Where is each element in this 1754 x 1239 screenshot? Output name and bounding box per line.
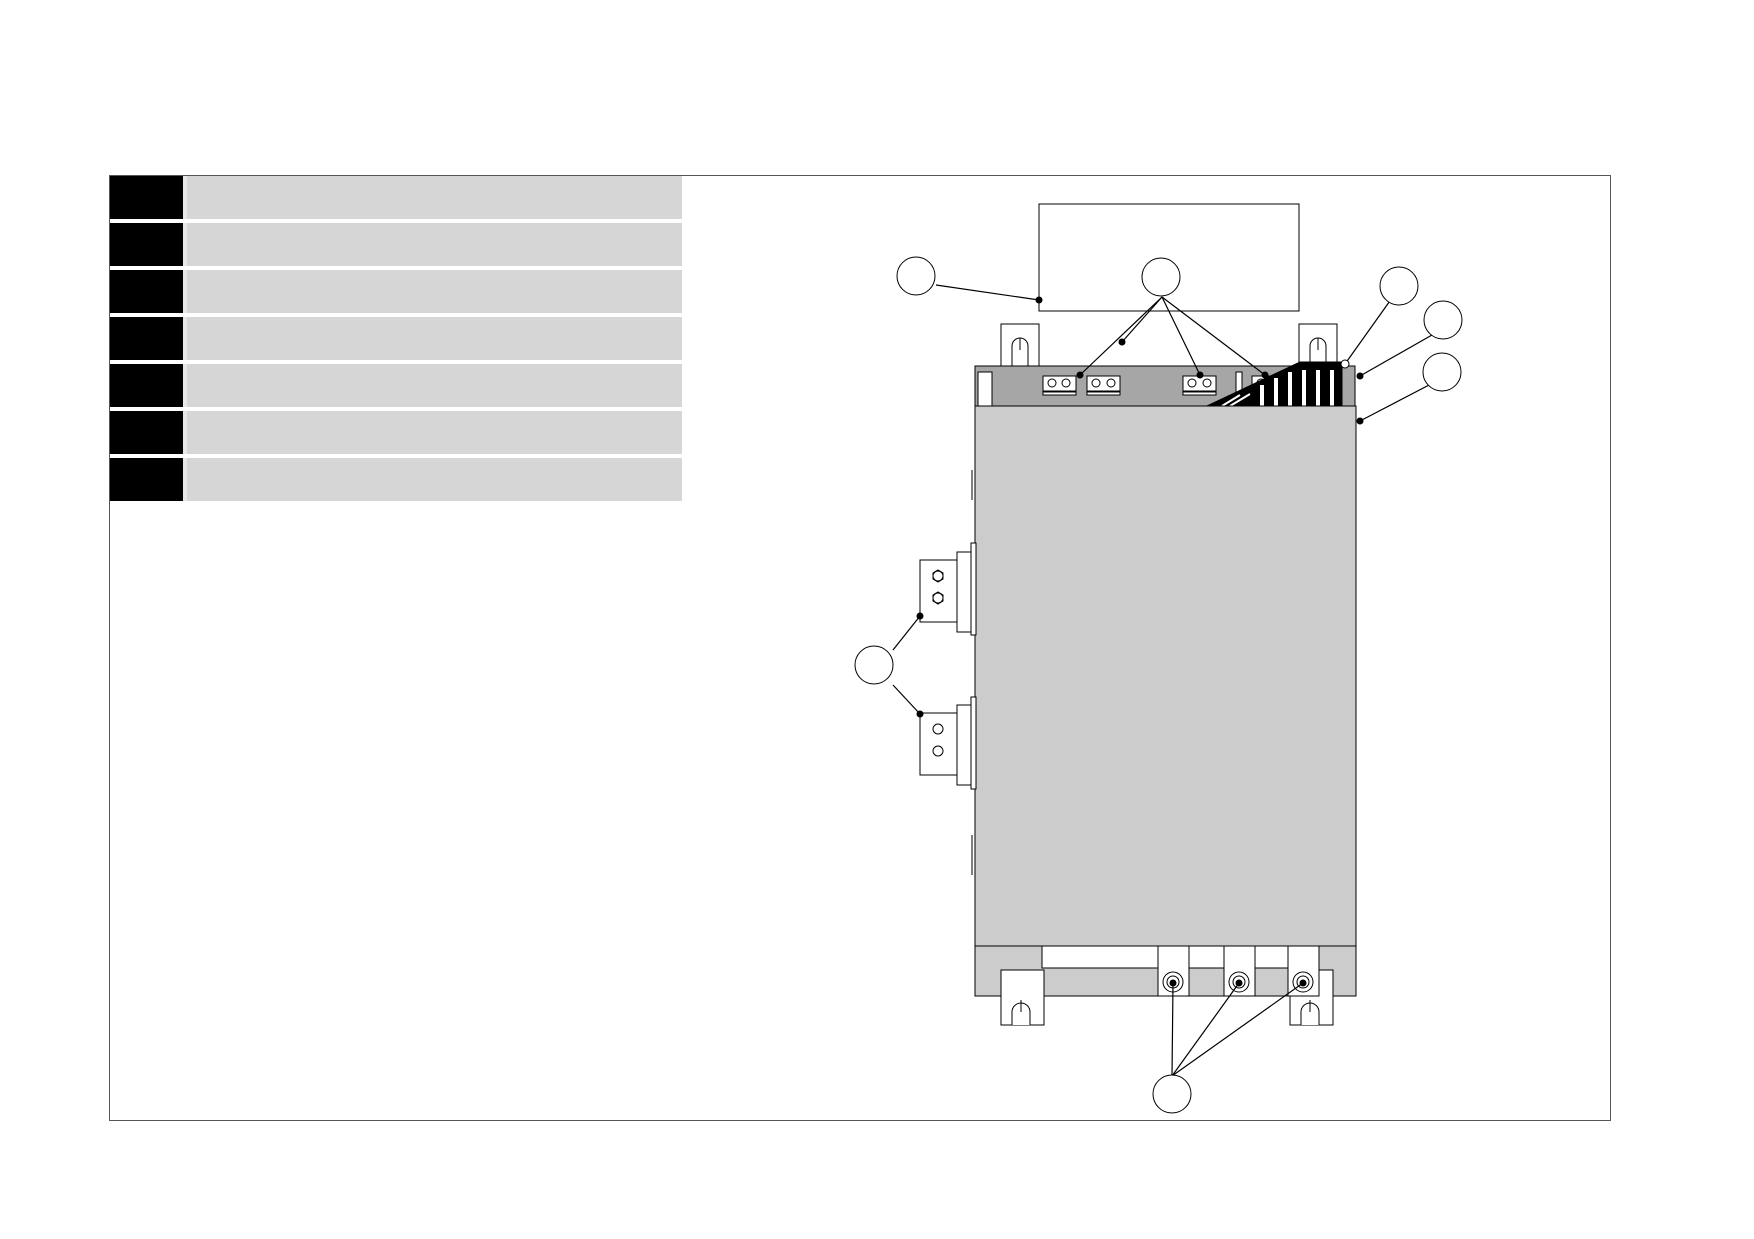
legend-number — [110, 411, 183, 454]
legend-row-1 — [110, 176, 682, 219]
callout-circle — [1141, 257, 1181, 297]
legend-row-3 — [110, 270, 682, 313]
legend-text — [187, 364, 682, 407]
leader-lines — [892, 284, 1433, 1077]
callout-circle — [1152, 1074, 1192, 1114]
legend-number — [110, 176, 183, 219]
legend-row-2 — [110, 223, 682, 266]
legend-text — [187, 458, 682, 501]
legend-number — [110, 458, 183, 501]
legend-text — [187, 223, 682, 266]
legend-text — [187, 411, 682, 454]
top-right-bracket — [1298, 323, 1338, 367]
output-terminal-2 — [1223, 945, 1256, 997]
legend-row-5 — [110, 364, 682, 407]
terminal-block-2 — [1086, 375, 1121, 396]
legend-row-6 — [110, 411, 682, 454]
drawing-frame — [109, 175, 1611, 1121]
legend-text — [187, 270, 682, 313]
legend-text — [187, 176, 682, 219]
callout-circle — [1423, 300, 1463, 340]
legend-number — [110, 270, 183, 313]
callout-circle — [1379, 266, 1419, 306]
callout-circle — [896, 256, 936, 296]
main-housing — [974, 405, 1357, 947]
terminal-block-1 — [1042, 375, 1077, 396]
legend-number — [110, 223, 183, 266]
leader-dots — [916, 296, 1364, 987]
callout-circle — [854, 645, 894, 685]
top-left-bracket — [1000, 323, 1040, 367]
top-cover — [1038, 203, 1300, 312]
callout-circle — [1422, 352, 1462, 392]
legend-row-7 — [110, 458, 682, 501]
output-terminal-3 — [1287, 945, 1320, 997]
left-terminal-lower — [919, 696, 977, 790]
legend-number — [110, 364, 183, 407]
terminal-block-3 — [1182, 375, 1217, 396]
legend-text — [187, 317, 682, 360]
bottom-left-bracket — [1000, 969, 1045, 1026]
left-terminal-upper — [919, 542, 977, 636]
legend-row-4 — [110, 317, 682, 360]
legend-number — [110, 317, 183, 360]
